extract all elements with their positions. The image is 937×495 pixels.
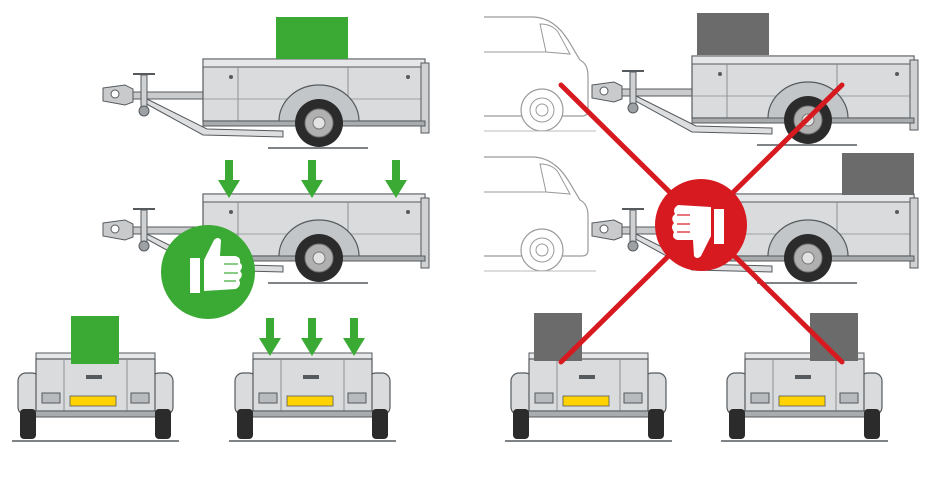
cargo-box (534, 313, 582, 361)
thumbs-up-icon (161, 225, 255, 319)
load-arrow (259, 318, 281, 356)
rear-trailer-incorrect-cargo-right (720, 313, 889, 442)
thumbs-down-icon (655, 179, 747, 271)
rear-trailer-incorrect-cargo-left (504, 313, 673, 442)
side-trailer-correct-load-distributed (102, 160, 430, 284)
side-trailer-correct-cargo-center (102, 17, 430, 149)
rear-trailer-correct-cargo-center (11, 316, 180, 442)
cargo-box (842, 153, 914, 195)
side-trailer-incorrect-cargo-rear (483, 13, 919, 146)
load-arrow (385, 160, 407, 198)
load-arrow (301, 160, 323, 198)
side-trailer-incorrect-cargo-far-rear (483, 153, 919, 284)
cargo-box (71, 316, 119, 364)
rear-trailer-correct-load-distributed (228, 318, 397, 442)
incorrect-loading-panel (483, 13, 919, 442)
load-arrow (218, 160, 240, 198)
load-arrow (301, 318, 323, 356)
cargo-box (697, 13, 769, 55)
correct-loading-panel (11, 17, 430, 442)
cargo-box (276, 17, 348, 59)
load-arrow (343, 318, 365, 356)
